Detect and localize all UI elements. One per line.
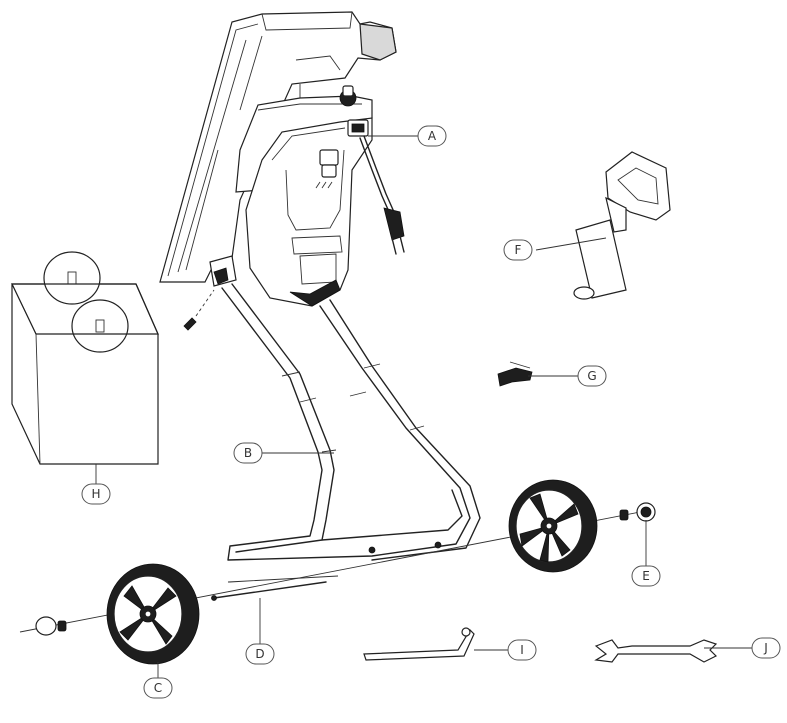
callout-a: A: [417, 125, 447, 147]
callout-b-label: B: [244, 446, 252, 460]
pusher-handle: [573, 151, 671, 300]
frame-tube: [221, 283, 481, 561]
leader-lines: [95, 135, 752, 678]
callout-i: I: [507, 639, 537, 661]
power-cord: [359, 135, 405, 255]
hubcap-left: [35, 616, 67, 636]
callout-i-label: I: [520, 643, 524, 657]
callout-f-label: F: [515, 243, 522, 257]
callout-g: G: [577, 365, 607, 387]
wrench: [594, 639, 718, 663]
callout-c-label: C: [154, 681, 162, 695]
callout-c: C: [143, 677, 173, 699]
callout-e-label: E: [642, 569, 650, 583]
wheel-left: [106, 563, 200, 665]
callout-d-label: D: [255, 647, 264, 661]
callout-b: B: [233, 442, 263, 464]
callout-d: D: [245, 643, 275, 665]
wheel-right: [508, 479, 598, 573]
callout-h: H: [81, 483, 111, 505]
callout-f: F: [503, 239, 533, 261]
callout-e: E: [631, 565, 661, 587]
callout-h-label: H: [91, 487, 100, 501]
hex-key: [363, 627, 475, 661]
callout-g-label: G: [587, 369, 596, 383]
callout-j: J: [751, 637, 781, 659]
clip-part: [497, 361, 533, 387]
callout-a-label: A: [428, 129, 437, 143]
callout-j-label: J: [763, 641, 768, 655]
hubcap-right: [619, 502, 656, 522]
accessory-box: [11, 251, 159, 465]
axle-rod: [211, 575, 339, 601]
shredder-body: [159, 11, 397, 331]
